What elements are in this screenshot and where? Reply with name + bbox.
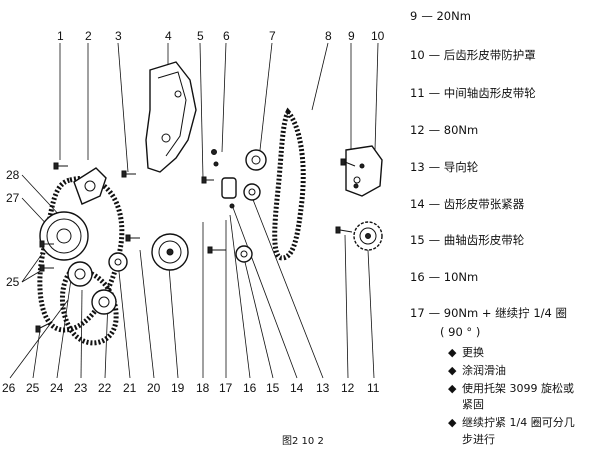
bullet-text-cont: 步进行 xyxy=(462,433,495,446)
callouts-bottom: 26 25 24 23 22 21 20 19 18 17 16 15 14 1… xyxy=(2,381,380,395)
bullet-diamond-icon: ◆ xyxy=(448,382,457,395)
callout-26: 26 xyxy=(2,381,16,395)
figure-caption: 图2 10 2 xyxy=(282,435,324,447)
legend-item-11: 11— 中间轴齿形皮带轮 xyxy=(410,86,536,100)
callout-17: 17 xyxy=(219,381,233,395)
legend-item-17-angle: ( 90 ° ) xyxy=(440,325,480,339)
callout-1: 1 xyxy=(57,29,64,43)
callout-23: 23 xyxy=(74,381,88,395)
callout-13: 13 xyxy=(316,381,330,395)
bullet-text: 使用托架 3099 旋松或 xyxy=(462,381,574,395)
callouts-left: 28 27 25 xyxy=(6,168,20,289)
bullet-diamond-icon: ◆ xyxy=(448,416,457,429)
bullet-text: 涂润滑油 xyxy=(462,363,506,377)
callout-14: 14 xyxy=(290,381,304,395)
callout-6: 6 xyxy=(223,29,230,43)
bolts xyxy=(35,149,365,333)
legend-item-10: 10— 后齿形皮带防护罩 xyxy=(410,48,536,62)
bullet-diamond-icon: ◆ xyxy=(448,364,457,377)
legend-item-15: 15— 曲轴齿形皮带轮 xyxy=(410,233,525,247)
legend-17-bullets: ◆ 更换 ◆ 涂润滑油 ◆ 使用托架 3099 旋松或 紧固 ◆ 继续拧紧 1/… xyxy=(448,345,575,446)
callout-12: 12 xyxy=(341,381,355,395)
callout-27: 27 xyxy=(6,191,20,205)
bullet-diamond-icon: ◆ xyxy=(448,346,457,359)
legend: 9— 20Nm 10— 后齿形皮带防护罩 11— 中间轴齿形皮带轮 12— 80… xyxy=(410,9,575,446)
callout-16: 16 xyxy=(243,381,257,395)
callout-28: 28 xyxy=(6,168,20,182)
legend-item-14: 14— 齿形皮带张紧器 xyxy=(410,197,525,211)
callout-19: 19 xyxy=(171,381,185,395)
pulleys xyxy=(39,149,383,315)
callout-2: 2 xyxy=(85,29,92,43)
callout-21: 21 xyxy=(123,381,137,395)
callout-18: 18 xyxy=(196,381,210,395)
legend-item-13: 13— 导向轮 xyxy=(410,160,479,174)
belt-cover-part-4 xyxy=(145,61,197,173)
callout-25-left: 25 xyxy=(6,275,20,289)
callout-7: 7 xyxy=(269,29,276,43)
callout-25: 25 xyxy=(26,381,40,395)
legend-item-9: 9— 20Nm xyxy=(410,9,471,23)
callout-3: 3 xyxy=(115,29,122,43)
callout-15: 15 xyxy=(266,381,280,395)
callout-24: 24 xyxy=(50,381,64,395)
callout-20: 20 xyxy=(147,381,161,395)
callouts-top: 1 2 3 4 5 6 7 8 9 10 xyxy=(57,29,385,43)
leader-lines xyxy=(9,42,379,379)
callout-5: 5 xyxy=(197,29,204,43)
legend-item-12: 12— 80Nm xyxy=(410,123,478,137)
ribbed-belts xyxy=(37,176,125,346)
bullet-text: 继续拧紧 1/4 圈可分几 xyxy=(462,415,575,429)
bullet-text: 更换 xyxy=(462,345,484,359)
callout-4: 4 xyxy=(165,29,172,43)
timing-belt-part-8 xyxy=(272,107,306,261)
bullet-text-cont: 紧固 xyxy=(462,398,484,411)
callout-11: 11 xyxy=(367,381,380,395)
callout-10: 10 xyxy=(371,29,385,43)
callout-9: 9 xyxy=(348,29,355,43)
legend-item-16: 16— 10Nm xyxy=(410,270,478,284)
rear-belt-guard-part-10 xyxy=(345,145,383,197)
callout-22: 22 xyxy=(98,381,112,395)
legend-item-17: 17— 90Nm + 继续拧 1/4 圈 xyxy=(410,306,567,320)
callout-8: 8 xyxy=(325,29,332,43)
